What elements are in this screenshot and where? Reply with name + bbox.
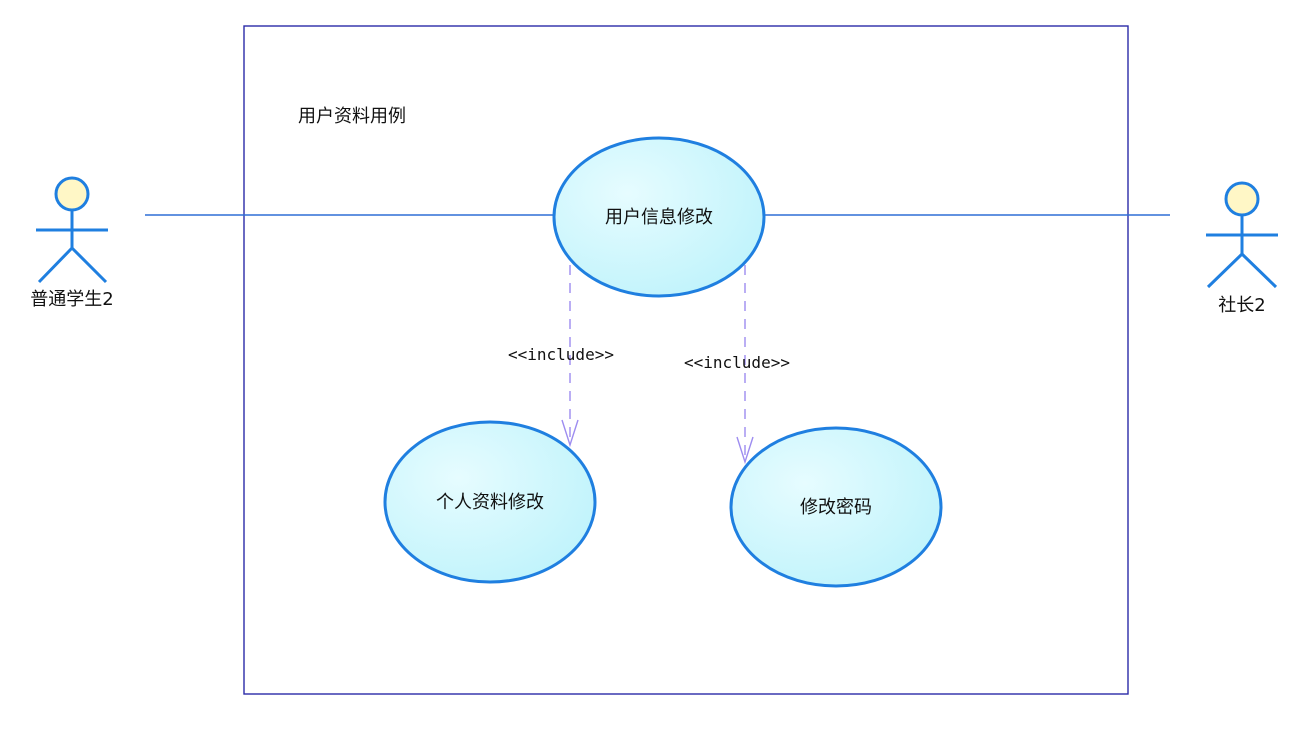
usecase-change-password-ellipse[interactable] <box>729 426 943 588</box>
actor-student-left-leg <box>37 246 74 284</box>
actor-student-right-leg <box>70 246 108 284</box>
actor-president-label: 社长2 <box>1218 295 1265 316</box>
include-label-right: <<include>> <box>684 353 790 372</box>
actor-student-label: 普通学生2 <box>30 289 113 310</box>
usecase-edit-user-info-label: 用户信息修改 <box>605 207 713 228</box>
system-title: 用户资料用例 <box>298 106 406 127</box>
include-arrow-right-head <box>736 436 754 465</box>
actor-president-icon[interactable] <box>1206 181 1278 289</box>
include-label-left: <<include>> <box>508 345 614 364</box>
actor-student-icon[interactable] <box>36 176 108 284</box>
include-arrow-left-head <box>561 419 579 448</box>
usecase-edit-user-info-ellipse[interactable] <box>552 136 766 298</box>
system-boundary <box>243 25 1129 695</box>
actor-president-head <box>1224 181 1260 217</box>
usecase-edit-personal-profile-label: 个人资料修改 <box>436 492 544 513</box>
actor-student-head <box>54 176 90 212</box>
usecase-change-password-label: 修改密码 <box>800 497 872 518</box>
actor-president-right-leg <box>1240 252 1278 289</box>
actor-president-left-leg <box>1206 252 1244 289</box>
usecase-edit-personal-profile-ellipse[interactable] <box>383 420 597 584</box>
